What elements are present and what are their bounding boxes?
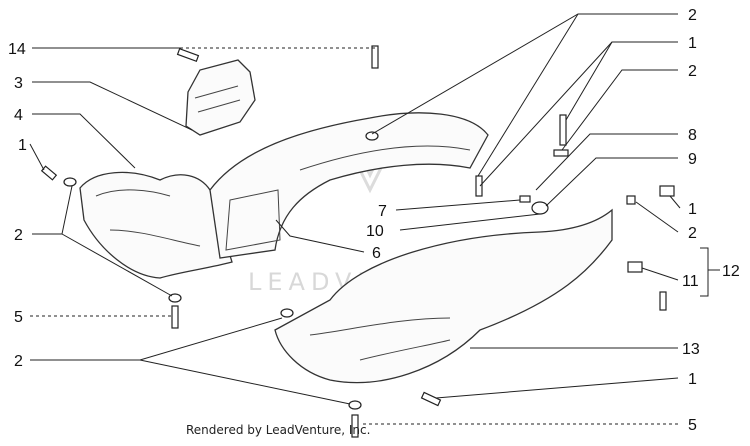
washer-2-top-icon [365, 131, 379, 141]
part-4-side-panel [79, 171, 233, 279]
leader-2-left [32, 185, 73, 235]
leader-9 [545, 157, 678, 207]
callout-2-right-top: 2 [688, 63, 697, 80]
leader-2-right [635, 201, 679, 233]
washer-2-right-icon [626, 195, 636, 205]
callout-8: 8 [688, 127, 697, 144]
callout-5-left: 5 [14, 309, 23, 326]
bolt-1-bottom-icon [420, 391, 442, 407]
bolt-5-bottom-icon [351, 414, 359, 438]
callout-1-bottom: 1 [688, 371, 697, 388]
callout-10: 10 [366, 223, 384, 240]
washer-2-bottom-center-icon [348, 400, 362, 410]
callout-2-bottom-left: 2 [14, 353, 23, 370]
part-13-lower-cover [274, 208, 613, 384]
leader-3 [32, 81, 193, 131]
nut-11-icon [627, 261, 643, 273]
callout-1-top: 1 [688, 35, 697, 52]
leader-4 [32, 113, 136, 169]
washer-2-top-right-icon [553, 149, 569, 157]
callout-4: 4 [14, 107, 23, 124]
callout-2-top: 2 [688, 7, 697, 24]
leader-lines [29, 13, 720, 425]
screw-12-icon [659, 291, 667, 311]
render-credit: Rendered by LeadVenture, Inc. [186, 423, 371, 437]
leader-1-bottom [435, 377, 679, 399]
callout-11: 11 [682, 273, 699, 290]
callout-2-right: 2 [688, 225, 697, 242]
leader-8 [535, 133, 678, 191]
callout-13: 13 [682, 341, 700, 358]
leader-1-left [29, 143, 45, 171]
bolt-1-top-icon [475, 175, 483, 197]
bolt-14-left-icon [176, 47, 200, 63]
callout-7: 7 [378, 203, 387, 220]
callout-14: 14 [8, 41, 26, 58]
leader-2-bottom-left [30, 317, 283, 361]
bolt-1-top-right-icon [559, 114, 567, 146]
leader-6 [275, 219, 365, 253]
spring-9-icon [531, 201, 549, 215]
callout-labels: 14 3 4 1 2 5 2 2 1 2 8 9 7 10 6 1 2 11 1… [8, 7, 740, 434]
leader-10 [399, 213, 541, 231]
nut-1-right-icon [659, 185, 675, 197]
fasteners [40, 45, 675, 438]
bolt-14-right-icon [371, 45, 379, 69]
clip-7-icon [519, 195, 531, 203]
washer-2-left-icon [63, 177, 77, 187]
callout-6: 6 [372, 245, 381, 262]
callout-1-left: 1 [18, 137, 27, 154]
callout-2-left: 2 [14, 227, 23, 244]
callout-12: 12 [722, 263, 740, 280]
leader-11 [641, 267, 679, 281]
callout-5-bottom: 5 [688, 417, 697, 434]
callout-3: 3 [14, 75, 23, 92]
part-6-frame [209, 112, 489, 259]
bracket-12 [700, 247, 709, 297]
callout-9: 9 [688, 151, 697, 168]
leader-1-right [669, 195, 681, 209]
bolt-1-left-icon [40, 165, 58, 181]
washer-2-bottom-icon [280, 308, 294, 318]
leader-2-right-top [561, 69, 678, 151]
leader-1-top [565, 41, 678, 121]
callout-1-right: 1 [688, 201, 697, 218]
part-3-cover [185, 59, 256, 136]
bolt-5-left-icon [171, 305, 179, 329]
leader-7 [395, 199, 521, 211]
